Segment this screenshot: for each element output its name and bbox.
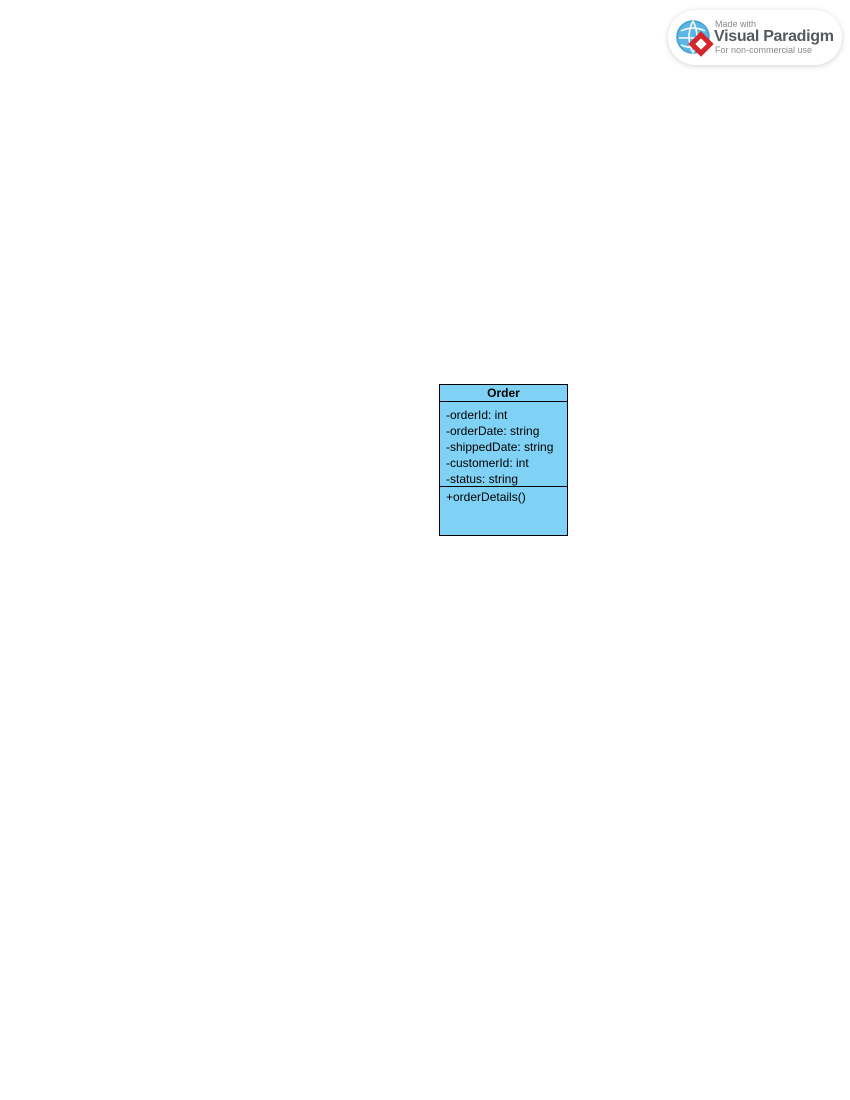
- visual-paradigm-watermark: Made with Visual Paradigm For non-commer…: [668, 10, 842, 65]
- class-attributes: -orderId: int -orderDate: string -shippe…: [440, 402, 567, 487]
- visual-paradigm-logo-icon: [676, 20, 714, 57]
- class-attribute: -status: string: [446, 472, 519, 486]
- class-operation: +orderDetails(): [446, 490, 526, 504]
- class-attribute: -customerId: int: [446, 456, 529, 470]
- class-attribute: -shippedDate: string: [446, 440, 554, 454]
- watermark-note: For non-commercial use: [715, 45, 813, 55]
- class-operations: +orderDetails(): [440, 487, 567, 505]
- watermark-brand: Visual Paradigm: [714, 28, 834, 45]
- class-attribute: -orderId: int: [446, 408, 508, 422]
- class-attribute: -orderDate: string: [446, 424, 540, 438]
- watermark-made-with: Made with: [715, 19, 757, 29]
- class-name: Order: [440, 385, 567, 402]
- uml-class-order[interactable]: Order -orderId: int -orderDate: string -…: [439, 384, 568, 536]
